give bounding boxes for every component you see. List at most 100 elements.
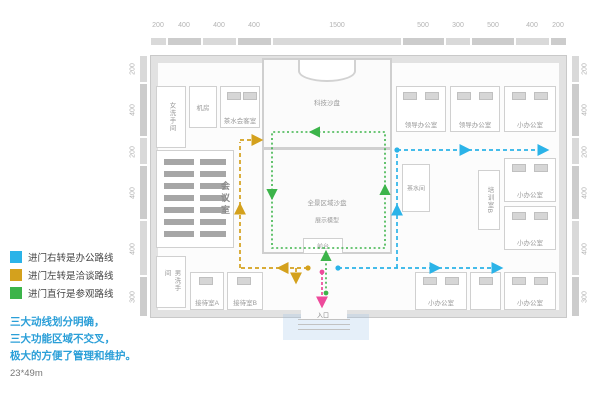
desk (199, 277, 213, 285)
note-line-3: 极大的方便了管理和维护。 (10, 350, 136, 362)
legend-item-office: 进门右转是办公路线 (10, 250, 114, 264)
desk (445, 277, 459, 285)
note-line-2: 三大功能区域不交叉， (10, 333, 115, 345)
dim-bar (168, 38, 201, 45)
dim-bar (140, 221, 147, 275)
room-label-small-4: 小办公室 (428, 300, 454, 307)
desk (534, 277, 548, 285)
room-label-tea-meeting: 茶水会客室 (223, 118, 257, 125)
legend-swatch-gold (10, 268, 22, 281)
dim-bar (140, 166, 147, 219)
dim-bar (572, 166, 579, 219)
room-label-reception-a: 接待室A (195, 300, 219, 307)
room-tea-meeting: 茶水会客室 (220, 86, 260, 128)
room-label-model: 展示模型 (314, 218, 340, 225)
room-reception-b: 接待室B (227, 272, 263, 310)
legend-swatch-green (10, 286, 22, 299)
room-label-training: 培训室B (486, 186, 493, 214)
dim-bar (140, 56, 147, 82)
dim-bar (273, 38, 401, 45)
legend-label-negotiation: 进门左转是洽谈路线 (28, 270, 114, 282)
note-line-1: 三大动线划分明确， (10, 316, 105, 328)
room-label-small-5: 小办公室 (517, 300, 543, 307)
desk (479, 277, 493, 285)
dim-top-8: 400 (526, 22, 538, 29)
legend-swatch-blue (10, 250, 22, 263)
room-machine: 机房 (189, 86, 217, 128)
desk (243, 92, 257, 100)
desk (512, 92, 526, 100)
dim-bar (238, 38, 271, 45)
plan-size: 23*49m (10, 368, 43, 379)
room-label-women-wc: 女洗手间 (168, 102, 175, 132)
entrance-steps (298, 319, 350, 333)
dim-top-1: 400 (178, 22, 190, 29)
conference-tables (200, 159, 226, 241)
desk (534, 212, 548, 220)
center-hall (262, 58, 392, 254)
route-office-blue (335, 144, 550, 274)
desk (425, 92, 439, 100)
room-label-small-2: 小办公室 (517, 192, 543, 199)
dim-top-6: 300 (452, 22, 464, 29)
dim-bar (403, 38, 444, 45)
room-label-men-wc: 男洗手间 (163, 269, 180, 293)
dim-top-5: 500 (417, 22, 429, 29)
desk (423, 277, 437, 285)
route-negotiation-yellow (234, 134, 311, 285)
dim-top-3: 400 (248, 22, 260, 29)
dim-bar (516, 38, 549, 45)
room-small-office-5: 小办公室 (504, 272, 556, 310)
desk (237, 277, 251, 285)
room-leader-office-2: 领导办公室 (450, 86, 500, 132)
room-label-small-1: 小办公室 (517, 122, 543, 129)
dim-bar (472, 38, 514, 45)
desk (227, 92, 241, 100)
room-meeting: 会议室 (156, 150, 234, 248)
dim-bar (203, 38, 236, 45)
desk (457, 92, 471, 100)
entrance-arrow-magenta (316, 269, 328, 309)
hall-divider-wall (262, 147, 392, 150)
legend-item-visit: 进门直行是参观路线 (10, 286, 114, 300)
stage-arc (298, 60, 356, 82)
dim-bar (572, 56, 579, 82)
desk (403, 92, 417, 100)
dim-top-2: 400 (213, 22, 225, 29)
room-label-machine: 机房 (196, 105, 210, 112)
dim-bar (572, 277, 579, 316)
dim-bar (572, 221, 579, 275)
room-small-office-2: 小办公室 (504, 158, 556, 202)
room-women-wc: 女洗手间 (156, 86, 186, 148)
legend-label-visit: 进门直行是参观路线 (28, 288, 114, 300)
room-label-tea-room: 茶水间 (406, 186, 426, 193)
legend-item-negotiation: 进门左转是洽谈路线 (10, 268, 114, 282)
dim-bar (572, 84, 579, 136)
room-label-reception-b: 接待室B (233, 300, 257, 307)
room-tea-room: 茶水间 (402, 164, 430, 212)
room-small-office-1: 小办公室 (504, 86, 556, 132)
dim-bar (446, 38, 470, 45)
dim-top-4: 1500 (329, 22, 345, 29)
dim-top-9: 200 (552, 22, 564, 29)
dim-bar (572, 138, 579, 164)
dim-bar (140, 277, 147, 316)
room-leader-office-1: 领导办公室 (396, 86, 446, 132)
dim-bar (140, 84, 147, 136)
room-label-panorama: 全景区域沙盘 (307, 200, 347, 207)
conference-tables (164, 159, 194, 241)
desk (479, 92, 493, 100)
entrance-opening (301, 308, 347, 319)
dim-bar (151, 38, 166, 45)
room-training: 培训室B (478, 170, 500, 230)
dim-bar (140, 138, 147, 164)
room-reception-a: 接待室A (190, 272, 224, 310)
room-small-office-3: 小办公室 (504, 206, 556, 250)
room-label-tech-sandbox: 科技沙盘 (314, 100, 340, 107)
room-label-leader-2: 领导办公室 (458, 122, 492, 129)
room-label-leader-1: 领导办公室 (404, 122, 438, 129)
room-label-meeting: 会议室 (220, 181, 230, 217)
room-label-entrance: 入口 (316, 313, 330, 320)
legend-label-office: 进门右转是办公路线 (28, 252, 114, 264)
